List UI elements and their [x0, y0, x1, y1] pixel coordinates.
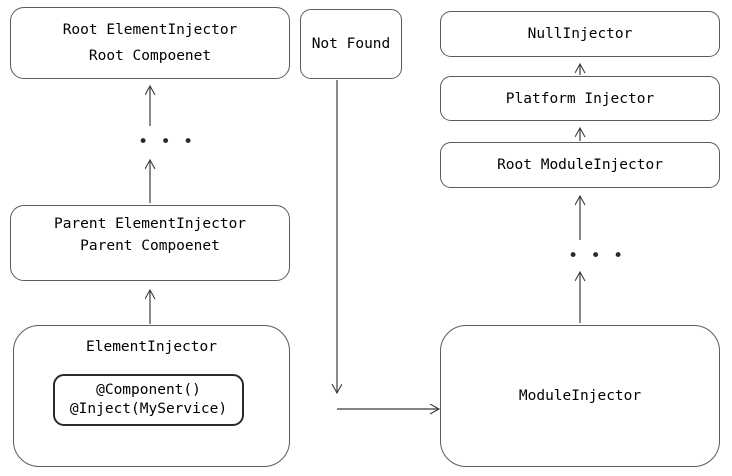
node-component-inject-line1: @Component() [96, 382, 201, 398]
node-parent-element-injector-line1: Parent ElementInjector [53, 216, 247, 232]
node-platform-injector[interactable]: Platform Injector [440, 76, 720, 121]
node-not-found[interactable]: Not Found [300, 9, 402, 79]
node-parent-element-injector[interactable]: Parent ElementInjector Parent Compoenet [10, 205, 290, 281]
ellipsis-right-column: • • • [568, 246, 625, 266]
node-not-found-label: Not Found [311, 36, 391, 52]
node-null-injector-label: NullInjector [527, 26, 633, 42]
node-element-injector[interactable]: ElementInjector @Component() @Inject(MyS… [13, 325, 290, 467]
node-component-inject[interactable]: @Component() @Inject(MyService) [53, 374, 244, 426]
node-component-inject-line2: @Inject(MyService) [69, 401, 228, 417]
ellipsis-left-column: • • • [138, 132, 195, 152]
node-module-injector[interactable]: ModuleInjector [440, 325, 720, 467]
node-root-module-injector-label: Root ModuleInjector [497, 157, 663, 173]
node-element-injector-label: ElementInjector [86, 339, 217, 355]
node-root-module-injector[interactable]: Root ModuleInjector [440, 142, 720, 188]
node-module-injector-label: ModuleInjector [518, 388, 642, 404]
node-root-element-injector[interactable]: Root ElementInjector Root Compoenet [10, 7, 290, 79]
node-root-element-injector-line1: Root ElementInjector [62, 22, 238, 38]
node-platform-injector-label: Platform Injector [505, 90, 655, 107]
node-parent-element-injector-line2: Parent Compoenet [80, 238, 220, 254]
node-null-injector[interactable]: NullInjector [440, 11, 720, 57]
node-root-element-injector-line2: Root Compoenet [88, 48, 212, 64]
